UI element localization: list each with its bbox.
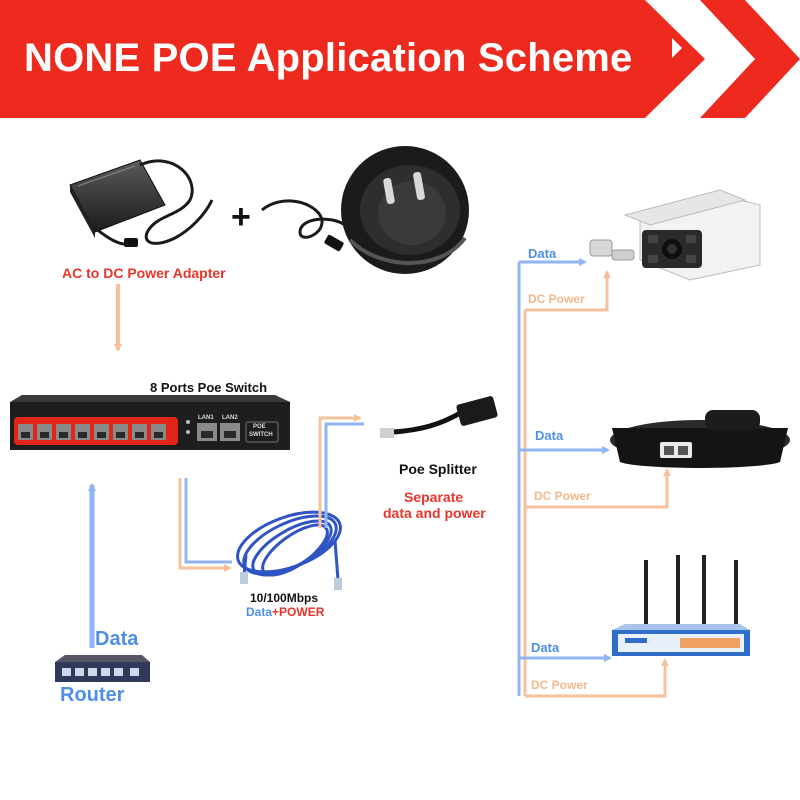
rj45-plug-right — [334, 578, 342, 590]
wifi-router-icon — [612, 555, 750, 656]
network-cable-icon — [236, 510, 342, 581]
camera-power-label: DC Power — [528, 292, 585, 306]
rj45-plug-left — [240, 572, 248, 584]
wifi-router-power-label: DC Power — [531, 678, 588, 692]
switch-lan1-label: LAN1 — [198, 415, 214, 421]
poe-switch-icon — [10, 395, 290, 450]
switch-tag-switch: SWITCH — [249, 432, 273, 438]
power-cord-icon — [261, 199, 371, 252]
cable-plus: + — [272, 605, 280, 619]
camera-data-label: Data — [528, 246, 557, 261]
adapter-label: AC to DC Power Adapter — [62, 265, 226, 281]
switch-label: 8 Ports Poe Switch — [150, 380, 268, 395]
ip-phone-icon — [610, 410, 790, 468]
poe-splitter-icon — [380, 396, 498, 438]
phone-data-label: Data — [535, 428, 564, 443]
plug-icon — [341, 146, 469, 274]
router-data-label: Data — [95, 628, 139, 650]
cable-speed-label: 10/100Mbps — [250, 591, 319, 605]
splitter-sub-line2: data and power — [383, 505, 486, 521]
cable-type-label: Data+POWER — [246, 605, 324, 619]
power-adapter-icon — [69, 159, 214, 247]
cable-power-word: POWER — [279, 605, 325, 619]
cable-data-word: Data — [246, 605, 273, 619]
phone-power-label: DC Power — [534, 489, 591, 503]
router-label: Router — [60, 684, 125, 706]
router-icon — [55, 655, 150, 682]
splitter-label: Poe Splitter — [399, 461, 477, 477]
plus-sign: + — [231, 198, 251, 236]
switch-tag-poe: POE — [253, 424, 266, 430]
ip-camera-icon — [589, 189, 761, 281]
wifi-router-data-label: Data — [531, 640, 560, 655]
page-title: NONE POE Application Scheme — [24, 36, 633, 80]
splitter-sub-line1: Separate — [404, 489, 464, 505]
switch-lan2-label: LAN2 — [222, 415, 238, 421]
title-banner — [0, 0, 800, 118]
